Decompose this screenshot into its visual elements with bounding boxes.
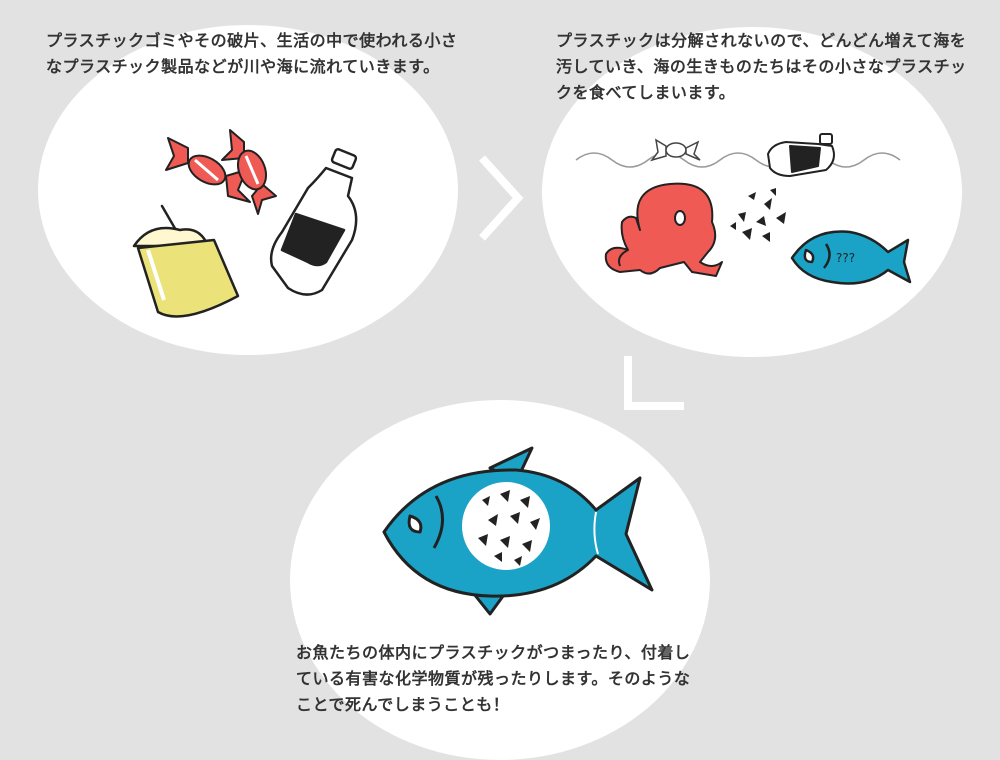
wave-line: [575, 152, 901, 168]
plastic-fragments: [730, 188, 786, 242]
svg-text:???: ???: [836, 251, 855, 265]
step3-caption: お魚たちの体内にプラスチックがつまったり、付着している有害な化学物質が残ったりし…: [296, 643, 691, 714]
arrow-right-icon: [479, 155, 524, 241]
arrow-down-left-icon: [624, 356, 684, 410]
step2-caption: プラスチックは分解されないので、どんどん増えて海を汚していき、海の生きものたちは…: [556, 31, 967, 102]
candy-icon: [650, 138, 701, 162]
octopus-icon: [604, 182, 723, 277]
drink-cup-icon: [132, 204, 240, 318]
step1-bubble: [38, 25, 458, 355]
bottle-icon: [269, 148, 358, 296]
candy-icon: [165, 137, 251, 203]
bottle-icon: [767, 133, 835, 177]
plastic-fragments: [478, 490, 540, 566]
candy-icon: [221, 129, 277, 215]
step1-caption: プラスチックゴミやその破片、生活の中で使われる小さなプラスチック製品などが川や海…: [46, 31, 458, 76]
fish-icon: ???: [790, 230, 912, 285]
